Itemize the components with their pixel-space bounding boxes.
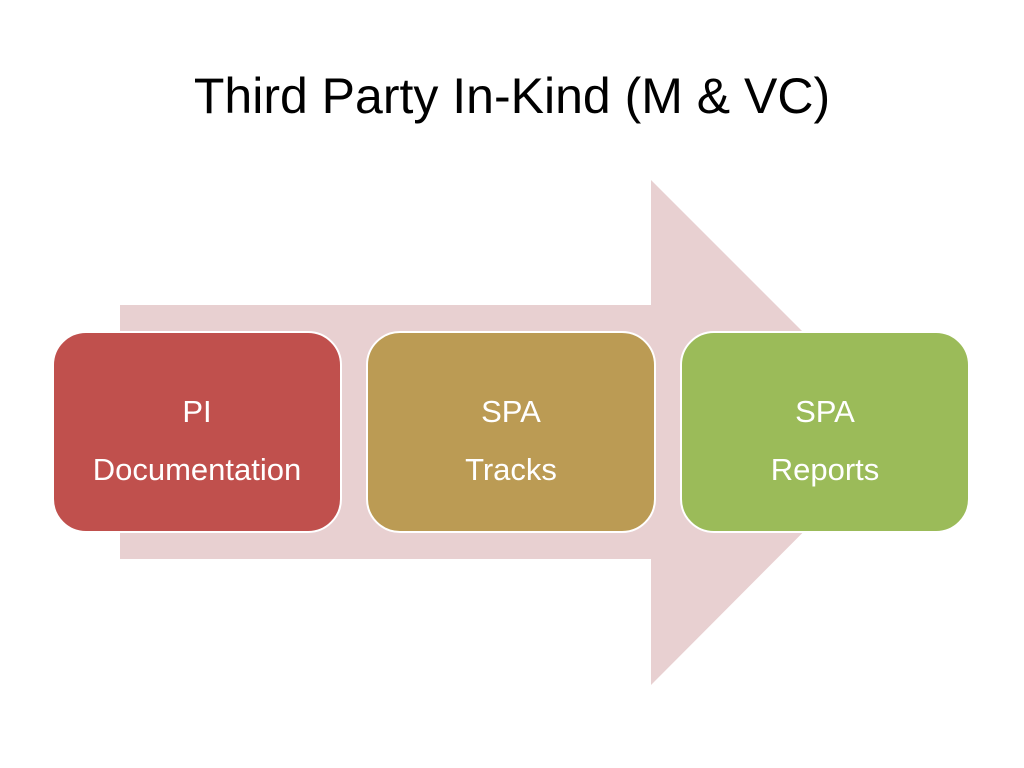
step-box-pi-documentation: PI Documentation (52, 331, 342, 533)
step-box-spa-tracks: SPA Tracks (366, 331, 656, 533)
step-label-line2: Reports (770, 452, 880, 487)
step-label-line1: SPA (795, 394, 855, 429)
step-box-spa-reports: SPA Reports (680, 331, 970, 533)
step-label-line2: Tracks (465, 452, 557, 487)
step-label-line1: PI (182, 394, 212, 429)
step-label-line1: SPA (481, 394, 541, 429)
slide-title: Third Party In-Kind (M & VC) (193, 68, 831, 124)
step-label-line2: Documentation (92, 452, 302, 487)
